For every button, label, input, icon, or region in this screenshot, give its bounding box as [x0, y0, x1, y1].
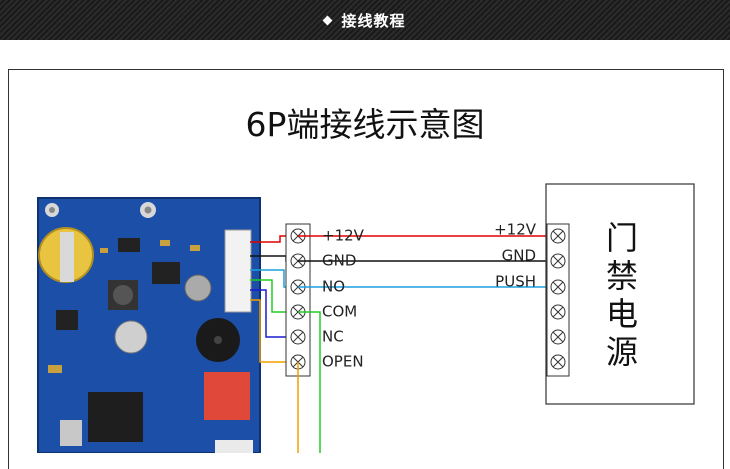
left-label-plus12v: +12V: [322, 227, 365, 245]
wire-com-pcb: [250, 279, 298, 313]
right-label-push: PUSH: [495, 273, 536, 291]
banner-title: 接线教程: [341, 11, 406, 30]
power-supply-box: 门 禁 电 源: [545, 183, 695, 405]
psu-label-char-3: 电: [606, 295, 638, 333]
left-label-nc: NC: [322, 328, 344, 346]
diagram-title: 6P端接线示意图: [245, 105, 485, 144]
wire-com-down: [298, 311, 321, 453]
right-labels: +12V GND PUSH: [494, 221, 537, 291]
left-label-gnd: GND: [322, 252, 356, 270]
left-labels: +12V GND NO COM NC OPEN: [322, 227, 365, 371]
right-label-plus12v: +12V: [494, 221, 537, 239]
left-terminal-block: [285, 223, 311, 377]
wiring-diagram: +12V GND NO COM NC OPEN +12V GND PUSH 门 …: [37, 183, 695, 453]
diagram-panel: [8, 69, 724, 469]
left-label-open: OPEN: [322, 353, 364, 371]
psu-label-char-2: 禁: [606, 257, 638, 295]
section-banner: 接线教程: [0, 0, 730, 40]
pcb-board: [37, 197, 261, 453]
psu-label-char-1: 门: [606, 219, 638, 257]
left-label-no: NO: [322, 278, 345, 296]
left-label-com: COM: [322, 303, 357, 321]
connection-wires: [297, 235, 558, 453]
psu-label-char-4: 源: [606, 333, 638, 371]
right-label-gnd: GND: [502, 247, 536, 265]
terminal-screw-icon: [550, 228, 566, 370]
wire-open-pcb: [250, 299, 298, 363]
wire-nc-pcb: [250, 289, 298, 338]
